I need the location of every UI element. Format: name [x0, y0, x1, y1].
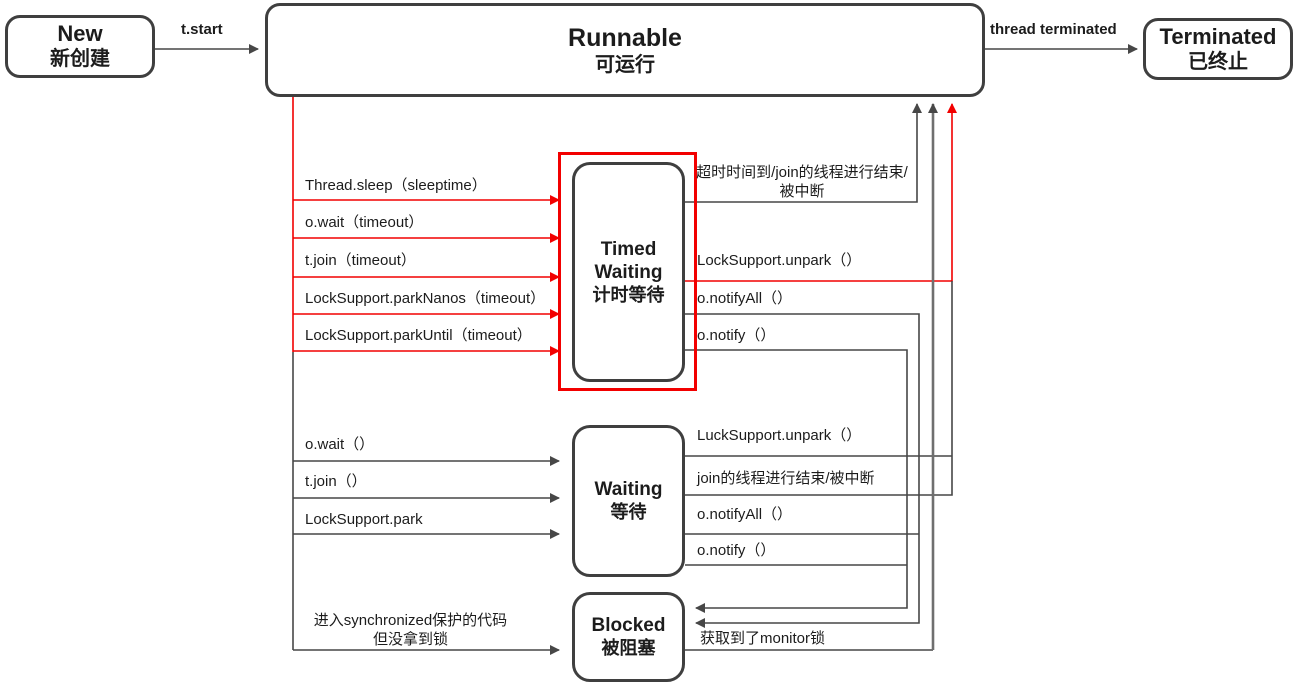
label-owait: o.wait（） [305, 436, 375, 453]
state-blocked-label-en: Blocked [591, 615, 666, 636]
state-new-label-en: New [57, 21, 103, 46]
label-parkuntil: LockSupport.parkUntil（timeout） [305, 327, 532, 344]
state-new-label-zh: 新创建 [50, 48, 110, 70]
state-blocked: Blocked 被阻塞 [572, 592, 685, 682]
label-parknanos: LockSupport.parkNanos（timeout） [305, 290, 546, 307]
state-terminated-label-zh: 已终止 [1188, 50, 1248, 73]
state-waiting: Waiting 等待 [572, 425, 685, 577]
state-timed-waiting-label-en2: Waiting [594, 261, 663, 283]
label-owait-timeout: o.wait（timeout） [305, 214, 424, 231]
label-w-notify: o.notify（） [697, 542, 776, 559]
label-tw-unpark: LockSupport.unpark（） [697, 252, 862, 269]
state-timed-waiting-label-en1: Timed [600, 238, 657, 260]
label-w-unpark: LuckSupport.unpark（） [697, 427, 862, 444]
state-terminated: Terminated 已终止 [1143, 18, 1293, 80]
state-waiting-label-zh: 等待 [610, 502, 647, 522]
state-runnable-label-zh: 可运行 [595, 53, 655, 76]
state-timed-waiting: Timed Waiting 计时等待 [572, 162, 685, 382]
edge-tw-notify [685, 349, 908, 613]
label-tw-notifyall: o.notifyAll（） [697, 290, 793, 307]
label-timeout-return-line2: 被中断 [779, 183, 825, 200]
label-timeout-return-line1: 超时时间到/join的线程进行结束/ [696, 164, 908, 181]
label-tw-notify: o.notify（） [697, 327, 776, 344]
label-to-blocked: 进入synchronized保护的代码 但没拿到锁 [298, 611, 523, 649]
label-t-start: t.start [181, 21, 223, 38]
label-w-notifyall: o.notifyAll（） [697, 506, 793, 523]
edge-timeout-return [685, 103, 922, 203]
label-tjoin: t.join（） [305, 473, 367, 490]
edge-w-joinend [685, 281, 953, 496]
state-runnable: Runnable 可运行 [265, 3, 985, 97]
label-lockpark: LockSupport.park [305, 511, 423, 528]
label-to-blocked-line1: 进入synchronized保护的代码 [313, 612, 508, 629]
edge-tw-notifyall [685, 313, 920, 628]
label-w-joinend: join的线程进行结束/被中断 [697, 470, 875, 487]
label-thread-terminated: thread terminated [990, 21, 1117, 38]
label-to-blocked-line2: 但没拿到锁 [372, 631, 448, 648]
label-thread-sleep: Thread.sleep（sleeptime） [305, 177, 487, 194]
label-monitor-lock: 获取到了monitor锁 [700, 630, 826, 647]
label-tjoin-timeout: t.join（timeout） [305, 252, 416, 269]
state-runnable-label-en: Runnable [568, 23, 682, 52]
label-timeout-return: 超时时间到/join的线程进行结束/ 被中断 [688, 163, 916, 201]
state-new: New 新创建 [5, 15, 155, 78]
state-terminated-label-en: Terminated [1159, 23, 1277, 49]
state-waiting-label-en: Waiting [594, 479, 663, 500]
timed-waiting-highlight-rect [558, 152, 697, 391]
state-blocked-label-zh: 被阻塞 [601, 638, 656, 658]
state-timed-waiting-label-zh: 计时等待 [592, 284, 665, 305]
